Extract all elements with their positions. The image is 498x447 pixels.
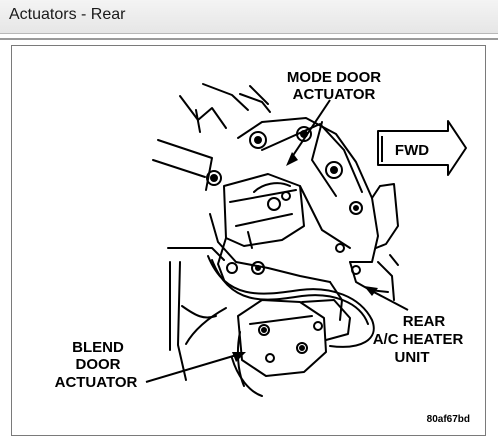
- fwd-arrow: FWD: [377, 120, 467, 176]
- mode-door-arrowhead: [286, 152, 298, 166]
- blend-door-leader: [145, 353, 241, 383]
- leader-lines: [145, 99, 409, 383]
- fwd-label: FWD: [395, 142, 429, 159]
- title-divider: [0, 38, 498, 40]
- upper-bracket-strap: [179, 83, 271, 133]
- mode-door-actuator: [223, 173, 305, 249]
- rear-unit-label-line3: UNIT: [395, 349, 430, 366]
- mode-door-label-line2: ACTUATOR: [293, 86, 376, 103]
- blend-door-actuator: [237, 299, 351, 377]
- blend-door-label-line3: ACTUATOR: [55, 374, 138, 391]
- linkage-arms: [217, 121, 363, 281]
- rear-unit-label-line2: A/C HEATER: [373, 331, 464, 348]
- rear-unit-leader: [369, 289, 409, 311]
- window-title: Actuators - Rear: [9, 6, 126, 23]
- mounting-screws: [206, 126, 363, 275]
- rear-unit-arrowhead: [364, 286, 378, 296]
- blend-door-label-line2: DOOR: [76, 356, 121, 373]
- window-titlebar: Actuators - Rear: [0, 0, 498, 34]
- mode-door-leader: [289, 99, 331, 161]
- rear-unit-label-line1: REAR: [403, 313, 446, 330]
- blend-door-arrowhead: [232, 352, 246, 362]
- leader-arrowheads: [232, 152, 378, 362]
- figure-code: 80af67bd: [427, 414, 470, 425]
- blend-door-label-line1: BLEND: [72, 339, 124, 356]
- mode-door-label-line1: MODE DOOR: [287, 69, 381, 86]
